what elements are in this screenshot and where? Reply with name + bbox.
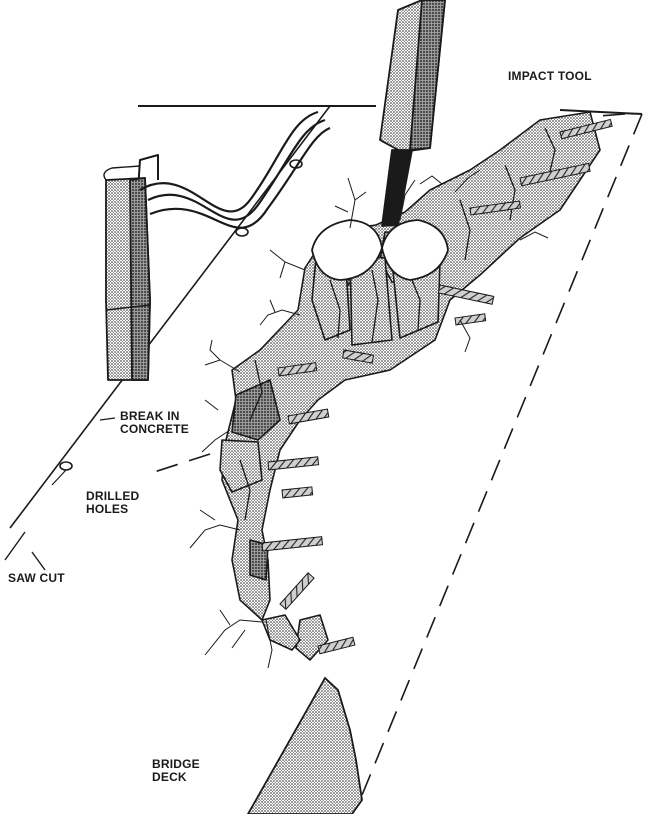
label-saw-cut: SAW CUT: [8, 572, 65, 585]
saw-cut-lines: [5, 532, 45, 570]
label-impact-tool: IMPACT TOOL: [508, 70, 592, 83]
leader-lines: [52, 418, 115, 485]
label-bridge-deck: BRIDGE DECK: [152, 758, 200, 784]
label-drilled-holes: DRILLED HOLES: [86, 490, 139, 516]
bridge-deck-slab: [248, 678, 362, 814]
label-break-in-concrete: BREAK IN CONCRETE: [120, 410, 189, 436]
